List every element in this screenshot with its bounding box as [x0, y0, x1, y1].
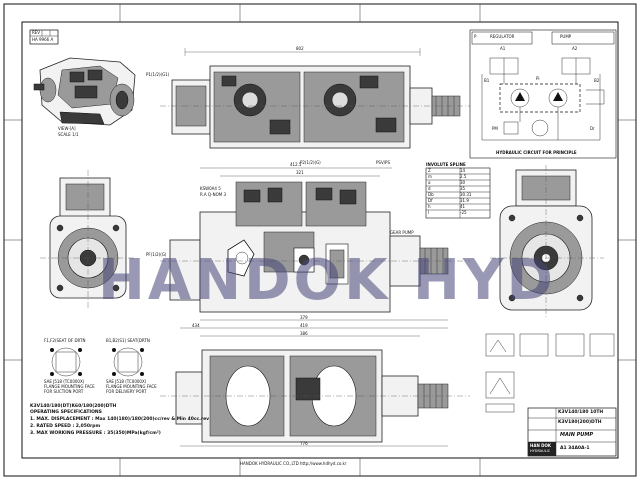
title-block-frame	[527, 407, 617, 457]
port-p1: P1(1/2)(G1)	[146, 72, 170, 77]
dim-bottom-d: 434	[192, 323, 200, 328]
port-a1: A1	[500, 46, 506, 51]
side-view	[160, 167, 470, 337]
flange-right-title: B1,B2(S1) SEAT(DRTN	[106, 338, 150, 343]
spec-item-2: 2. RATED SPEED : 2,050rpm	[30, 424, 101, 429]
spline-value: 30.31	[460, 192, 472, 197]
flange-left-caption-3: FOR SUCTION PORT	[44, 389, 84, 394]
spline-table-frame	[425, 167, 491, 219]
zone-ticks	[4, 4, 636, 476]
spline-value: 41	[460, 204, 466, 209]
top-view	[160, 48, 470, 149]
revision-header: REV	[32, 30, 41, 35]
port-pm: PM	[492, 126, 498, 131]
note-1: KSW0A4 5	[200, 186, 221, 191]
left-end-view	[40, 170, 136, 310]
right-end-view	[490, 165, 604, 318]
title-company-sub: HYDRAULIC	[530, 449, 551, 453]
spline-row: Df 31.9	[428, 198, 490, 204]
circuit-legend-header-3: PUMP	[560, 34, 572, 39]
port-gear-pump: GEAR PUMP	[390, 230, 414, 235]
spline-label: h	[428, 204, 431, 209]
spline-label: d	[428, 186, 431, 191]
flange-right-caption-3: FOR DELIVERY PORT	[106, 389, 147, 394]
circuit-legend-header-1: P	[474, 34, 477, 39]
port-dr: Dr	[590, 126, 595, 131]
spline-label: Db	[428, 192, 434, 197]
dim-top-overall: 802	[296, 46, 304, 51]
revision-code: HA 9966 A	[32, 37, 54, 42]
flange-left-caption-2: FLANGE MOUNTING FACE	[44, 384, 95, 389]
spline-label: m	[428, 174, 432, 179]
spline-label: l	[428, 210, 430, 215]
spline-row: α 30	[428, 180, 490, 186]
title-model-2: K3V180(200)DTH	[558, 420, 602, 425]
dim-lower-overall: 776	[300, 441, 308, 446]
circuit-caption: HYDRAULIC CIRCUIT FOR PRINCIPLE	[496, 150, 577, 155]
spec-item-1: 1. MAX. DISPLACEMENT : Max 140(180)/180(…	[30, 417, 210, 422]
spline-row: m 2.5	[428, 174, 490, 180]
view-label: VIEW-[A]	[58, 126, 76, 131]
spline-value: -25	[460, 210, 467, 215]
spec-model: K3V140/180(DT)K60/180(200)DTH	[30, 404, 117, 409]
spline-row: d 35	[428, 186, 490, 192]
view-scale: SCALE 1/1	[58, 132, 79, 137]
dim-bottom-a: 379	[300, 315, 308, 320]
spline-label: Df	[428, 198, 433, 203]
note-2: R.A Q-NOM 3	[200, 192, 227, 197]
flange-right-caption-1: SAE J518 (TC0000X)	[106, 379, 147, 384]
title-company: HAN DOK	[530, 443, 552, 448]
title-footer: HANDOK HYDRAULIC CO.,LTD http://www.hdhy…	[240, 461, 347, 466]
title-drawing-no: A1 34A0A-1	[560, 446, 590, 451]
port-b2: B2	[594, 78, 600, 83]
spline-value: 14	[460, 168, 466, 173]
flange-detail-left	[50, 347, 82, 377]
spec-title: OPERATING SPECIFICATIONS	[30, 410, 102, 415]
dim-bottom-c: 386	[300, 331, 308, 336]
section-details	[485, 333, 615, 413]
bottom-view	[160, 349, 470, 447]
spline-value: 31.9	[460, 198, 469, 203]
port-pi: Pi	[536, 76, 540, 81]
spline-value: 2.5	[460, 174, 467, 179]
port-pfl: PF(1/2)(G)	[146, 252, 167, 257]
dim-side-inner: 321	[296, 170, 304, 175]
spline-table-title: INVOLUTE SPLINE	[426, 162, 466, 167]
circuit-legend-header-2: REGULATOR	[490, 34, 515, 39]
flange-left-caption-1: SAE J518 (TC0000X)	[44, 379, 85, 384]
spline-row: h 41	[428, 204, 490, 210]
spline-row: Z 14	[428, 168, 490, 174]
dim-bottom-b: 419	[300, 323, 308, 328]
spline-value: 30	[460, 180, 466, 185]
watermark: HANDOK HYD	[98, 248, 556, 313]
spline-value: 35	[460, 186, 466, 191]
flange-right-caption-2: FLANGE MOUNTING FACE	[106, 384, 157, 389]
spec-item-3: 3. MAX WORKING PRESSURE : 35(350)MPa(kgf…	[30, 431, 161, 436]
spline-row: l -25	[428, 210, 490, 216]
hydraulic-circuit	[469, 29, 617, 159]
port-psv: PSV/PS	[376, 160, 390, 165]
revision-box	[29, 29, 59, 45]
flange-left-title: F1,F2(SEAT OF DRTN	[44, 338, 86, 343]
port-p2: P2(1/2)(G)	[300, 160, 321, 165]
flange-detail-right	[112, 347, 144, 377]
port-a2: A2	[572, 46, 578, 51]
iso-view	[33, 57, 136, 126]
title-drawing: MAIN PUMP	[560, 432, 593, 438]
spline-label: α	[428, 180, 431, 185]
spline-label: Z	[428, 168, 431, 173]
port-b1: B1	[484, 78, 490, 83]
title-model-1: K3V140/180 10TH	[558, 410, 604, 415]
spline-row: Db 30.31	[428, 192, 490, 198]
dim-side-overall: 412.5	[290, 162, 302, 167]
spline-table: Z 14 m 2.5 α 30 d 35 Db 30.31 Df 31.9 h 41 l -25	[428, 168, 490, 216]
